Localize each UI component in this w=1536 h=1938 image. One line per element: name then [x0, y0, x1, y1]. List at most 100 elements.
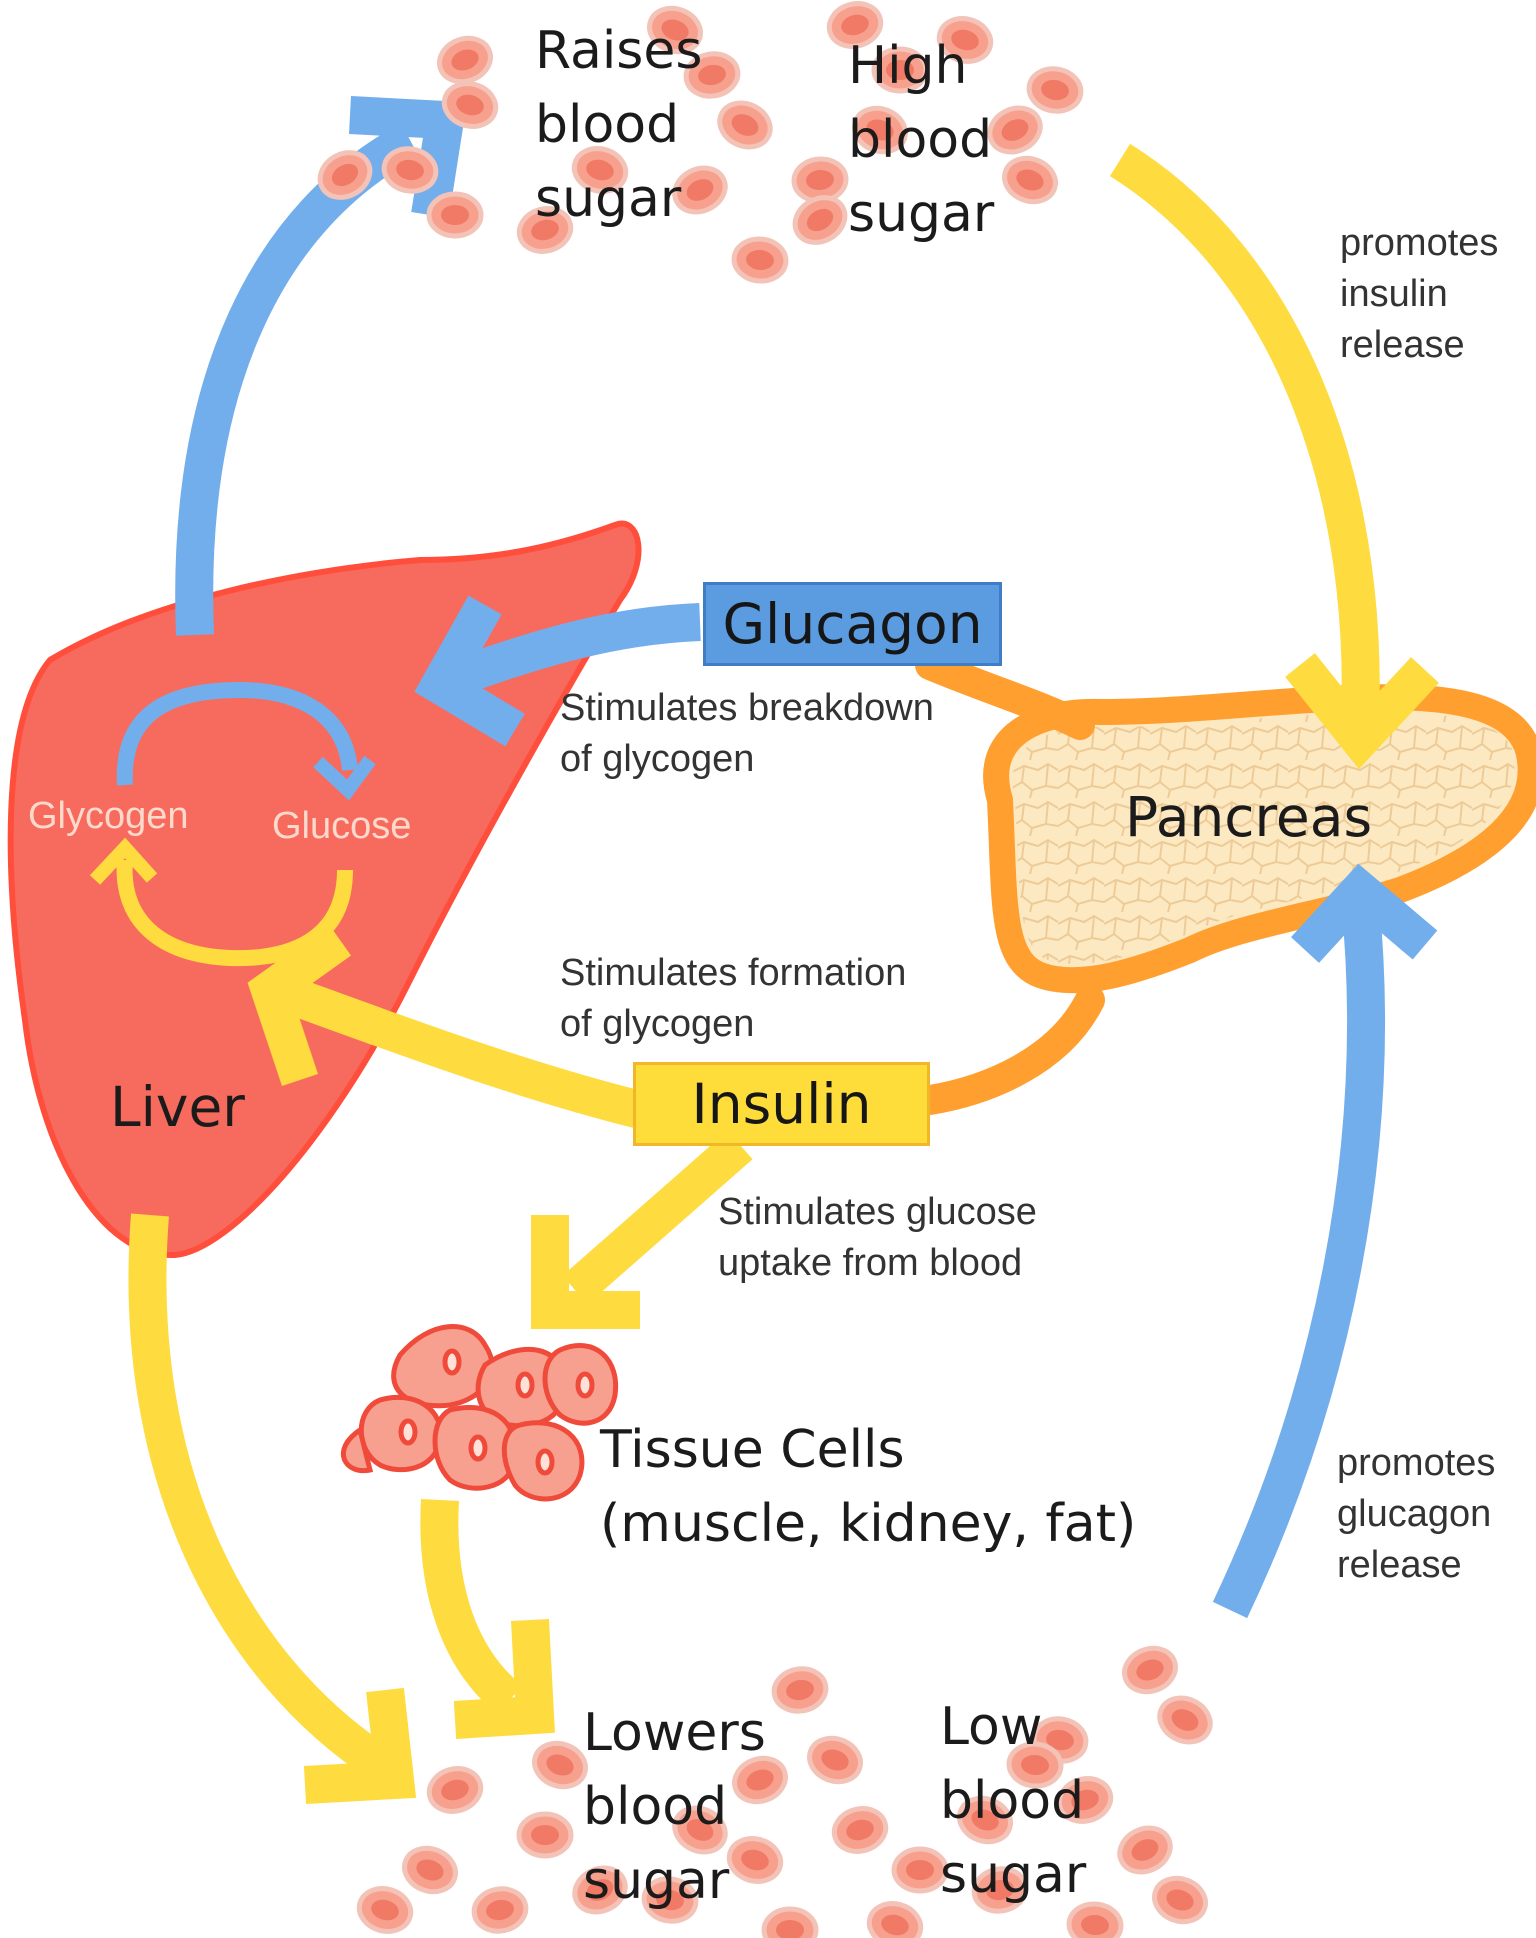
liver-to-raises-arrow — [175, 123, 420, 636]
high-to-pancreas-arrow — [1109, 143, 1380, 726]
lowers-line-2: blood — [583, 1777, 728, 1837]
tissue-cells-icon — [340, 1324, 619, 1502]
low-to-pancreas-arrow — [1212, 898, 1385, 1619]
liver-to-lowers-arrowhead — [303, 1687, 417, 1804]
liver-to-raises-arrowhead — [349, 96, 468, 218]
low-line-2: blood — [940, 1771, 1085, 1831]
blood-cell — [761, 1906, 819, 1938]
glucagon-to-liver-arrow — [443, 603, 701, 698]
tissue-to-lowers-arrowhead — [453, 1619, 555, 1739]
glycogen-to-glucose-cycle-arrow — [116, 681, 358, 786]
breakdown-line-2: of glycogen — [560, 738, 755, 780]
high-line-3: sugar — [848, 184, 995, 244]
high-line-2: blood — [848, 110, 993, 170]
promotes-glucagon-line-2: glucagon — [1337, 1493, 1492, 1535]
promotes-insulin-line-1: promotes — [1340, 222, 1499, 264]
tissue-cells-label: Tissue Cells (muscle, kidney, fat) — [600, 1413, 1136, 1561]
blood-cell — [571, 146, 629, 194]
insulin-to-liver-arrowhead — [247, 924, 352, 1087]
blood-cell — [957, 1795, 1013, 1845]
blood-cell — [516, 1811, 574, 1859]
blood-cell — [831, 1806, 889, 1854]
tissue-line-1: Tissue Cells — [600, 1420, 905, 1480]
insulin-to-tissue-arrow — [562, 1130, 753, 1305]
blood-cells — [317, 1, 1213, 1938]
low-line-3: sugar — [940, 1845, 1087, 1905]
insulin-duct — [915, 985, 1105, 1115]
insulin-box: Insulin — [633, 1062, 930, 1146]
uptake-line-2: uptake from blood — [718, 1242, 1023, 1284]
promotes-insulin-line-3: release — [1340, 324, 1465, 366]
formation-line-2: of glycogen — [560, 1003, 755, 1045]
insulin-to-tissue-arrowhead — [531, 1215, 640, 1329]
blood-cell — [726, 1836, 784, 1884]
blood-cell — [426, 1766, 484, 1814]
blood-cell — [891, 1846, 949, 1894]
tissue-to-lowers-arrow — [420, 1498, 523, 1715]
glycogen-to-glucose-cycle-arrowhead — [313, 755, 376, 801]
pancreas-label: Pancreas — [1125, 785, 1373, 849]
blood-cell — [381, 146, 439, 194]
blood-cell — [732, 1755, 788, 1805]
uptake-line-1: Stimulates glucose — [718, 1191, 1037, 1233]
glucagon-box: Glucagon — [703, 582, 1002, 666]
low-line-1: Low — [940, 1697, 1043, 1757]
glucagon-to-liver-arrowhead — [414, 595, 525, 747]
blood-cell — [1117, 1825, 1173, 1875]
liver-to-lowers-arrow — [128, 1213, 401, 1787]
promotes-glucagon-release-label: promotes glucagon release — [1337, 1438, 1495, 1591]
glycogen-label: Glycogen — [28, 795, 189, 837]
blood-cell — [437, 35, 493, 85]
glucagon-duct — [915, 650, 1095, 740]
blood-cell — [572, 1865, 628, 1915]
blood-cell — [731, 236, 789, 284]
stimulates-uptake-label: Stimulates glucose uptake from blood — [718, 1187, 1037, 1289]
blood-cell — [987, 105, 1043, 155]
lowers-line-1: Lowers — [583, 1703, 766, 1763]
blood-cell — [971, 1866, 1029, 1914]
blood-cell — [532, 1740, 588, 1790]
blood-cell — [792, 195, 848, 245]
blood-cell — [672, 165, 728, 215]
stimulates-breakdown-label: Stimulates breakdown of glycogen — [560, 683, 934, 785]
blood-cell — [516, 206, 574, 254]
low-to-pancreas-arrowhead — [1290, 863, 1438, 963]
blood-cell — [471, 1886, 529, 1934]
blood-cell — [807, 1735, 863, 1785]
insulin-to-liver-arrow — [283, 977, 645, 1129]
lowers-line-3: sugar — [583, 1851, 730, 1911]
glucose-to-glycogen-cycle-arrowhead — [89, 837, 158, 885]
tissue-line-2: (muscle, kidney, fat) — [600, 1494, 1137, 1554]
blood-cell — [1122, 1645, 1178, 1695]
breakdown-line-1: Stimulates breakdown — [560, 687, 934, 729]
blood-cell — [1006, 1741, 1064, 1789]
blood-cell — [771, 1666, 829, 1714]
promotes-insulin-release-label: promotes insulin release — [1340, 218, 1498, 371]
blood-cell — [672, 1805, 728, 1855]
blood-cell — [852, 105, 908, 155]
blood-cell — [1026, 66, 1084, 114]
raises-line-1: Raises — [535, 21, 703, 81]
promotes-glucagon-line-1: promotes — [1337, 1442, 1496, 1484]
blood-cell — [1066, 1901, 1124, 1938]
stimulates-formation-label: Stimulates formation of glycogen — [560, 948, 906, 1050]
blood-cell — [826, 1, 884, 49]
glucose-label: Glucose — [272, 805, 412, 847]
glucose-to-glycogen-cycle-arrow — [116, 859, 353, 967]
blood-cell — [683, 51, 741, 99]
blood-cell — [647, 5, 703, 55]
blood-cell — [426, 191, 484, 239]
blood-cell — [1002, 155, 1058, 205]
raises-blood-sugar-label: Raises blood sugar — [535, 14, 702, 236]
blood-cell — [402, 1845, 458, 1895]
liver-label: Liver — [110, 1075, 245, 1139]
raises-line-2: blood — [535, 95, 680, 155]
blood-cell — [717, 100, 773, 150]
insulin-label: Insulin — [691, 1072, 872, 1136]
blood-cell — [1152, 1875, 1208, 1925]
glucagon-label: Glucagon — [722, 592, 983, 656]
high-to-pancreas-arrowhead — [1285, 653, 1439, 770]
high-blood-sugar-label: High blood sugar — [848, 29, 994, 251]
promotes-insulin-line-2: insulin — [1340, 273, 1448, 315]
